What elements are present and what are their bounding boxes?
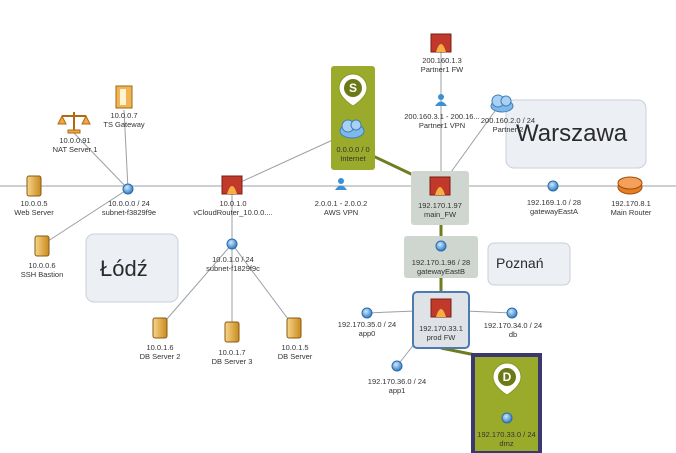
ts-gateway-icon <box>115 85 133 109</box>
partner1-vpn-label: 200.160.3.1 - 200.16...Partner1 VPN <box>404 112 480 130</box>
web-server-icon <box>26 175 42 197</box>
region-warszawa-label: Warszawa <box>516 120 628 147</box>
db-network-icon <box>506 307 518 319</box>
partner2-cloud-icon <box>490 94 514 113</box>
prod-fw-box <box>412 291 470 349</box>
ssh-bastion-server-icon <box>34 235 50 257</box>
internet-pin-icon <box>338 73 368 107</box>
main-fw-box <box>411 171 469 225</box>
gateway-east-b-network-icon <box>435 240 447 252</box>
links <box>0 50 676 367</box>
internet-cloud-icon <box>339 119 365 139</box>
region-poznan-box <box>487 242 571 286</box>
region-lodz-label: Łódź <box>100 256 148 281</box>
vcloud-router-firewall-icon <box>221 175 243 195</box>
region-poznan-label: Poznań <box>496 255 544 271</box>
partner1-vpn-icon <box>435 94 447 106</box>
region-lodz-box <box>85 233 179 303</box>
db-server-3-icon <box>224 321 240 343</box>
subnet-b-network-icon <box>226 238 238 250</box>
app0-network-icon <box>361 307 373 319</box>
main-fw-firewall-icon <box>429 176 451 196</box>
dmz-pin-letter: D <box>502 370 512 384</box>
internet-pin-letter: S <box>348 81 357 95</box>
dmz-pin-icon <box>492 362 522 396</box>
gateway-east-b-box <box>404 236 478 278</box>
gateway-east-a-network-icon <box>547 180 559 192</box>
region-warszawa-box <box>505 99 647 169</box>
partner1-firewall-icon <box>430 33 452 53</box>
db-server-2-icon <box>152 317 168 339</box>
db-server-icon <box>286 317 302 339</box>
aws-vpn-icon <box>335 178 347 190</box>
dmz-network-icon <box>501 412 513 424</box>
prod-fw-firewall-icon <box>430 298 452 318</box>
main-router-icon <box>617 176 643 195</box>
subnet-a-network-icon <box>122 183 134 195</box>
app1-network-icon <box>391 360 403 372</box>
nat-server-scale-icon <box>57 112 91 134</box>
